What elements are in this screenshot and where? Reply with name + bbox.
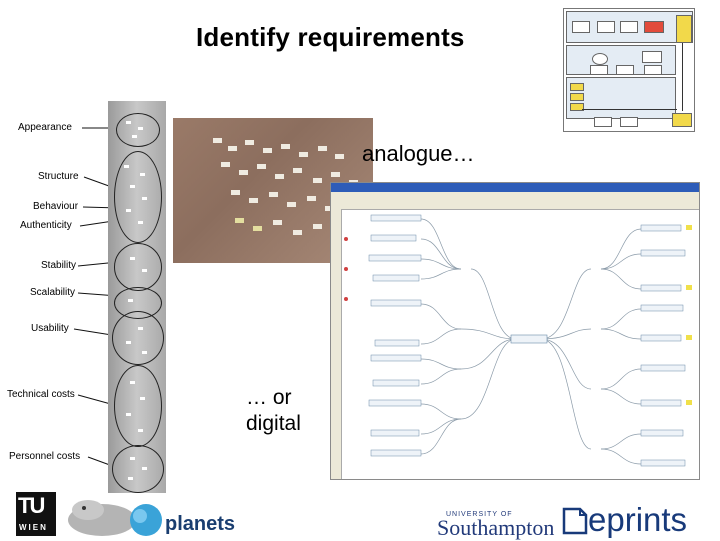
tu-wien-logo: TU WIEN [16,492,56,536]
mind-map-titlebar [331,183,699,192]
digital-caption-line2: digital [246,412,301,435]
category-label-usability: Usability [31,323,69,334]
category-label-appearance: Appearance [18,122,72,133]
requirements-strip [108,101,166,493]
category-label-scalability: Scalability [30,287,76,298]
mascot-graphic [68,500,162,536]
analogue-caption: analogue… [362,141,475,166]
process-diagram-thumbnail [563,8,695,132]
mind-map-sidebar [331,209,342,479]
mind-map-graph [344,214,692,467]
category-label-authenticity: Authenticity [20,220,72,231]
tu-logo-letters: TU [18,493,45,518]
slide-title: Identify requirements [196,22,465,52]
mind-map-screenshot [330,182,700,480]
planets-logo: planets [165,513,236,535]
digital-caption: … or digital [246,385,301,437]
category-label-stability: Stability [41,260,77,271]
digital-caption-line1: … or [246,386,292,409]
university-line: UNIVERSITY OF [446,511,513,518]
category-label-structure: Structure [38,171,79,182]
eprints-icon [562,507,588,535]
mind-map-toolbar [331,200,699,210]
southampton-logo: Southampton [437,515,555,540]
category-label-personnel-costs: Personnel costs [9,451,81,462]
category-label-behaviour: Behaviour [33,201,79,212]
tu-logo-wien: WIEN [19,523,48,532]
category-label-technical-costs: Technical costs [7,389,75,400]
eprints-logo: eprints [588,501,688,538]
